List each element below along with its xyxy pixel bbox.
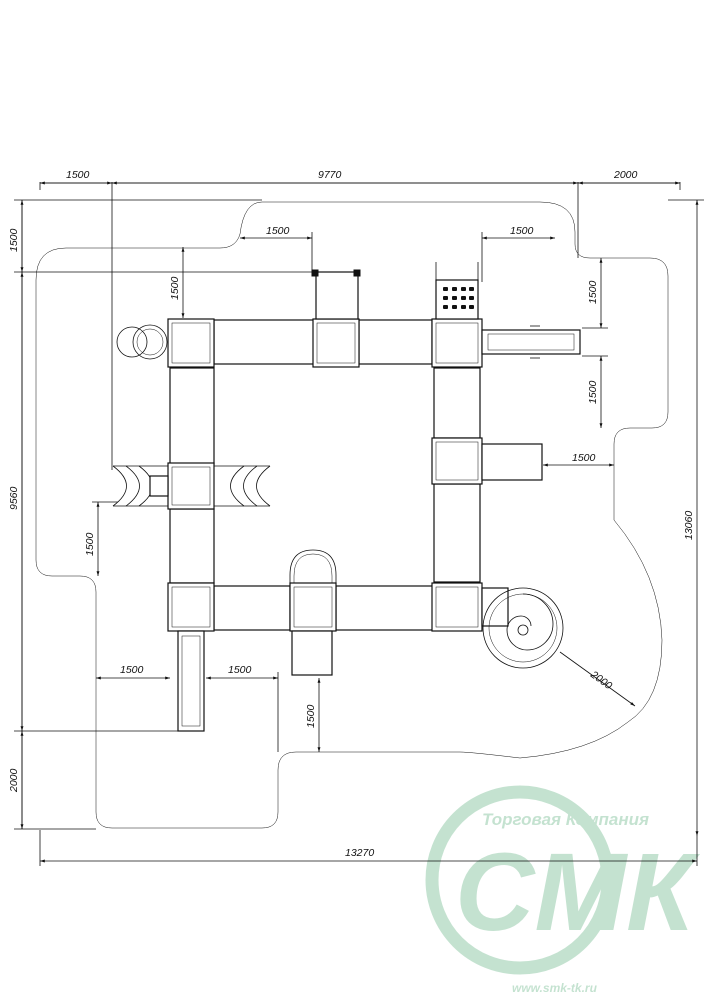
dim-inner-top-right: 1500: [510, 225, 534, 237]
dim-top-middle: 9770: [318, 169, 342, 181]
bottom-dome: [289, 549, 337, 583]
left-lower-walkway: [169, 508, 215, 584]
tower-top-right: [431, 318, 483, 368]
left-upper-walkway: [169, 367, 215, 465]
bottom-left-slide: [177, 630, 205, 732]
dim-right-total: 13060: [683, 511, 695, 540]
dim-inner-top-left: 1500: [266, 225, 290, 237]
dim-bottom-total: 13270: [345, 847, 374, 859]
tower-middle-right: [431, 437, 483, 485]
bottom-ladder: [291, 630, 333, 676]
dim-inner-right-middle: 1500: [572, 452, 596, 464]
dim-top-left: 1500: [66, 169, 90, 181]
watermark-website: www.smk-tk.ru: [512, 981, 598, 995]
bottom-right-bridge: [335, 585, 435, 631]
right-arch-climber: [214, 465, 271, 507]
top-ladder-post-left: [311, 269, 319, 277]
dim-left-top: 1500: [8, 228, 20, 252]
right-upper-walkway: [433, 367, 481, 439]
top-left-bridge: [213, 319, 315, 365]
dim-inner-bottom-left: 1500: [120, 664, 144, 676]
right-lower-walkway: [433, 483, 481, 583]
company-watermark: Торговая Компания СМК www.smk-tk.ru: [425, 785, 700, 995]
dim-inner-bottom-middle: 1500: [228, 664, 252, 676]
top-right-bridge: [358, 319, 433, 365]
tower-top-left: [167, 318, 215, 368]
dim-left-bottom: 2000: [8, 768, 20, 793]
tower-bottom-left: [167, 582, 215, 632]
spiral-slide: [481, 587, 564, 669]
dim-inner-left-upper: 1500: [169, 276, 181, 300]
outer-dimensions: 1500 9770 2000 1500 9560 2000 13060 1327…: [8, 169, 704, 866]
dim-inner-bottom-vertical: 1500: [305, 704, 317, 728]
climbing-wall: [435, 262, 479, 320]
left-arch-climber: [112, 465, 169, 507]
watermark-company: Торговая Компания: [482, 810, 649, 829]
dim-inner-left-lower: 1500: [84, 532, 96, 556]
dim-top-right: 2000: [613, 169, 638, 181]
right-middle-stairs: [481, 443, 543, 481]
tower-bottom-right: [431, 582, 483, 632]
ring-climber: [116, 324, 168, 360]
top-ladder-post-right: [353, 269, 361, 277]
watermark-logo: СМК: [455, 831, 700, 954]
dim-inner-right-upper: 1500: [587, 280, 599, 304]
dim-inner-right-lower: 1500: [587, 380, 599, 404]
tower-top-middle: [312, 318, 360, 368]
top-ladder: [315, 271, 359, 320]
tower-middle-left: [167, 462, 215, 510]
safety-zone-outline: [35, 201, 669, 829]
right-top-slide: [481, 325, 581, 359]
bottom-left-bridge: [213, 585, 291, 631]
dim-left-middle: 9560: [8, 486, 20, 510]
watermark-ring-icon: [425, 785, 615, 975]
tower-bottom-middle: [289, 582, 337, 632]
playground-equipment: [112, 262, 581, 732]
